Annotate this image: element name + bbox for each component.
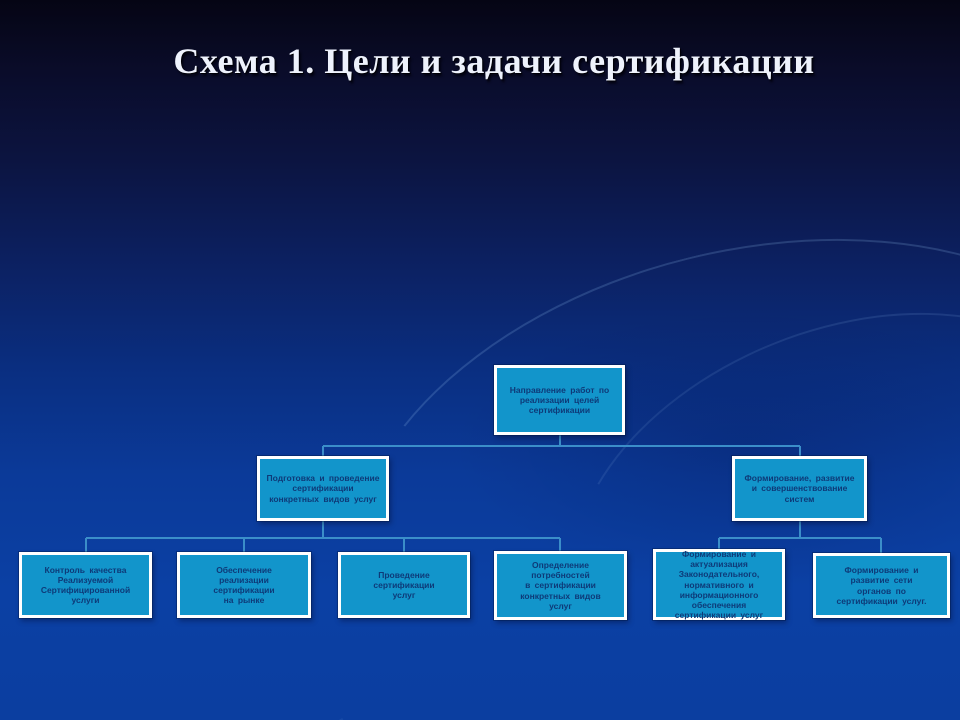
diagram-node-quality-control: Контроль качества Реализуемой Сертифицир…: [19, 552, 152, 618]
diagram-node-certification-conduct: Проведение сертификации услуг: [338, 552, 470, 618]
diagram-node-branch-left: Подготовка и проведение сертификации кон…: [257, 456, 389, 521]
diagram-node-branch-right: Формирование, развитие и совершенствован…: [732, 456, 867, 521]
diagram-node-needs-definition: Определение потребностей в сертификации …: [494, 551, 627, 620]
diagram-node-legal-support: Формирование и актуализация Законодатель…: [653, 549, 785, 620]
diagram-node-body-network: Формирование и развитие сети органов по …: [813, 553, 950, 618]
slide-title: Схема 1. Цели и задачи сертификации: [173, 41, 815, 81]
diagram-node-market-support: Обеспечение реализации сертификации на р…: [177, 552, 311, 618]
diagram-node-root: Направление работ по реализации целей се…: [494, 365, 625, 435]
